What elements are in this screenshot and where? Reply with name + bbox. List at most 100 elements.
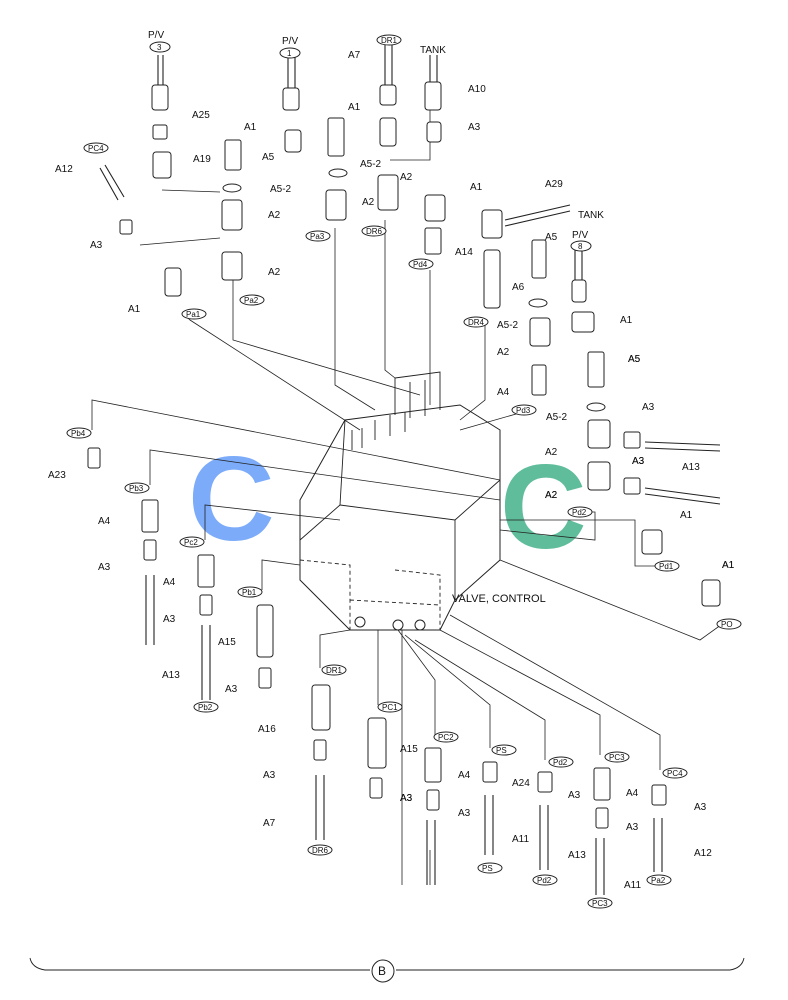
port-label: 8 [578, 242, 583, 251]
valve-control-label: VALVE, CONTROL [452, 593, 546, 605]
fitting-a4-pc2b [424, 747, 442, 783]
port-label: PO [721, 620, 733, 629]
part-label: A3 [90, 240, 103, 251]
part-label: A3 [98, 562, 111, 573]
part-label: A7 [348, 50, 361, 61]
part-label: A11 [624, 880, 641, 891]
tank-label-top: TANK [420, 45, 446, 56]
fitting-a1-elbow [424, 194, 446, 222]
fitting-a1-right [571, 311, 595, 333]
part-label: A2 [545, 490, 558, 501]
fitting-a2-left [221, 199, 243, 231]
port-label: PC2 [438, 733, 454, 742]
oring-a5-2-mid [328, 168, 348, 178]
fitting-pv1 [282, 87, 300, 111]
part-label: A4 [163, 577, 176, 588]
fitting-a1-center [379, 117, 397, 147]
hose-pd3 [644, 441, 721, 452]
fittings-top [99, 45, 721, 607]
fitting-a1-pa1 [164, 267, 182, 297]
part-label: A4 [98, 516, 111, 527]
fitting-a3-left [119, 219, 133, 235]
hose-a11-pc3 [595, 838, 605, 895]
port-label: PC3 [592, 899, 608, 908]
valve-bottom-port-1 [354, 616, 366, 628]
brace-left [29, 957, 370, 971]
port-label: Pd2 [553, 758, 568, 767]
port-label: Pd2 [537, 876, 552, 885]
hose-a13-pd2 [644, 487, 721, 505]
port-label: Pd1 [659, 562, 674, 571]
fitting-a3-dr1 [313, 739, 327, 761]
part-label: A1 [722, 560, 735, 571]
part-label: A5 [545, 232, 558, 243]
part-label: A3 [626, 822, 639, 833]
hose-center [426, 820, 436, 885]
part-label: A1 [348, 102, 361, 113]
part-label: A2 [497, 347, 510, 358]
part-label: A6 [512, 282, 525, 293]
fitting-a3-top [426, 121, 442, 143]
part-label: A1 [680, 510, 693, 521]
section-brace: B [29, 957, 745, 983]
fitting-a2-center [377, 174, 399, 211]
part-label: A3 [400, 793, 413, 804]
part-label: A3 [642, 402, 655, 413]
part-label: A15 [400, 744, 418, 755]
section-marker: B [378, 964, 386, 978]
port-label: DR6 [312, 846, 329, 855]
port-label: Pb2 [198, 703, 213, 712]
part-label: A13 [682, 462, 700, 473]
port-label: Pd3 [516, 406, 531, 415]
part-label: A25 [192, 110, 210, 121]
port-label: DR4 [468, 318, 485, 327]
fitting-a15-pc1 [367, 717, 387, 769]
fitting-a1-top [284, 129, 302, 153]
fitting-a3-pc2b [426, 789, 440, 811]
part-label: A5 [628, 354, 641, 365]
fittings-bottom [87, 447, 667, 895]
port-label: PC4 [88, 144, 104, 153]
part-label: A3 [694, 802, 707, 813]
port-label: Pc2 [184, 538, 198, 547]
fitting-a2-right [529, 317, 551, 347]
fitting-a2-mid [325, 189, 347, 221]
part-label: A2 [268, 210, 281, 221]
part-label: A1 [722, 560, 735, 571]
fitting-a3-pd2b [537, 771, 553, 793]
port-label: PS [496, 746, 507, 755]
valve-hidden-lines [299, 559, 441, 630]
hose-a29 [504, 204, 571, 227]
port-label: 3 [157, 43, 162, 52]
fitting-a16 [311, 684, 331, 731]
fitting-a14 [424, 227, 442, 255]
part-label: A10 [468, 84, 486, 95]
fitting-a3-pb3 [143, 539, 157, 561]
part-label: A13 [162, 670, 180, 681]
pv-label-mid: P/V [282, 36, 298, 47]
part-label: A3 [568, 790, 581, 801]
oring-a5-2-lower [586, 402, 606, 412]
fitting-a2-pd2 [587, 461, 611, 491]
fitting-a25-body [151, 84, 169, 111]
part-label: A15 [218, 637, 236, 648]
fitting-a1-pd1 [641, 529, 663, 555]
part-label: A2 [362, 197, 375, 208]
part-label: A3 [458, 808, 471, 819]
port-labels: 3 1 DR1 PC4 Pa3 DR6 Pd4 Pa2 Pa1 DR4 8 Pd… [66, 34, 742, 909]
fitting-a10 [424, 81, 442, 111]
port-label: DR1 [326, 666, 343, 675]
part-label: A2 [545, 447, 558, 458]
valve-top-spools [394, 371, 441, 418]
port-label: Pa3 [310, 232, 325, 241]
fitting-a4-pb3 [141, 499, 159, 533]
oring-a5-2-right [528, 298, 548, 308]
part-label: A3 [225, 684, 238, 695]
routing-lines [91, 100, 726, 885]
port-label: Pb1 [242, 588, 257, 597]
part-label: A1 [244, 122, 257, 133]
part-label: A7 [263, 818, 276, 829]
port-label: PC1 [382, 703, 398, 712]
fitting-a5-right [531, 239, 547, 279]
